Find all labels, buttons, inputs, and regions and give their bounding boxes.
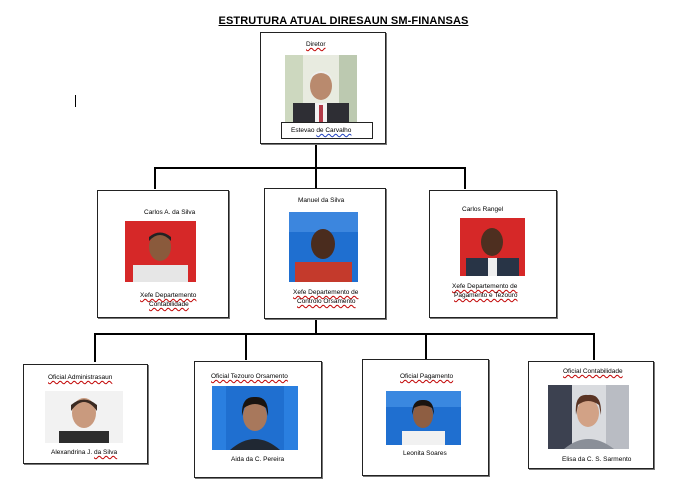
head-role-3-line2: Pagamento e Tezouro [454, 292, 518, 299]
head-photo-1 [125, 221, 196, 282]
officer-name-1-rest: da Silva [94, 449, 118, 456]
head-role-1-line2: Contabilidade [149, 301, 189, 308]
head-role-3-line1: Xefe Departemento de [452, 283, 518, 290]
officer-photo-4 [548, 385, 629, 449]
director-name: Estevao de Carvalho [291, 127, 351, 135]
officer-role-3: Oficial Pagamento [400, 373, 454, 380]
director-name-first: Estevao [291, 127, 315, 134]
director-name-rest: de Carvalho [316, 127, 352, 134]
director-role: Diretor [306, 41, 326, 48]
officer-name-1-first: Alexandrina J. [51, 449, 93, 456]
officer-role-1: Oficial Administrasaun [48, 374, 113, 381]
officer-name-3: Leonita Soares [403, 450, 447, 457]
officer-role-2: Oficial Tezouro Orsamento [211, 373, 288, 380]
head-role-2-line2: Controlo Orsamento [297, 298, 356, 305]
officer-name-2: Aida da C. Pereira [231, 456, 285, 463]
officer-photo-1 [45, 391, 123, 443]
director-name-box [281, 122, 373, 139]
officer-photo-2 [212, 386, 298, 450]
director-photo [285, 55, 357, 122]
officer-photo-3 [386, 391, 461, 445]
head-role-1-line1: Xefe Departemento [140, 292, 197, 299]
head-name-2: Manuel da Silva [298, 197, 345, 204]
officer-name-1: Alexandrina J. da Silva [51, 449, 117, 457]
text-cursor [75, 95, 76, 107]
officer-role-4: Oficial Contabilidade [563, 368, 623, 375]
head-name-3: Carlos Rangel [462, 206, 504, 213]
head-name-1: Carlos A. da Silva [144, 209, 196, 216]
head-photo-3 [460, 218, 525, 276]
officer-name-4: Elisa da C. S. Sarmento [562, 456, 632, 463]
head-photo-2 [289, 212, 358, 282]
head-role-2-line1: Xefe Departemento de [293, 289, 359, 296]
page-title: ESTRUTURA ATUAL DIRESAUN SM-FINANSAS [218, 15, 469, 27]
